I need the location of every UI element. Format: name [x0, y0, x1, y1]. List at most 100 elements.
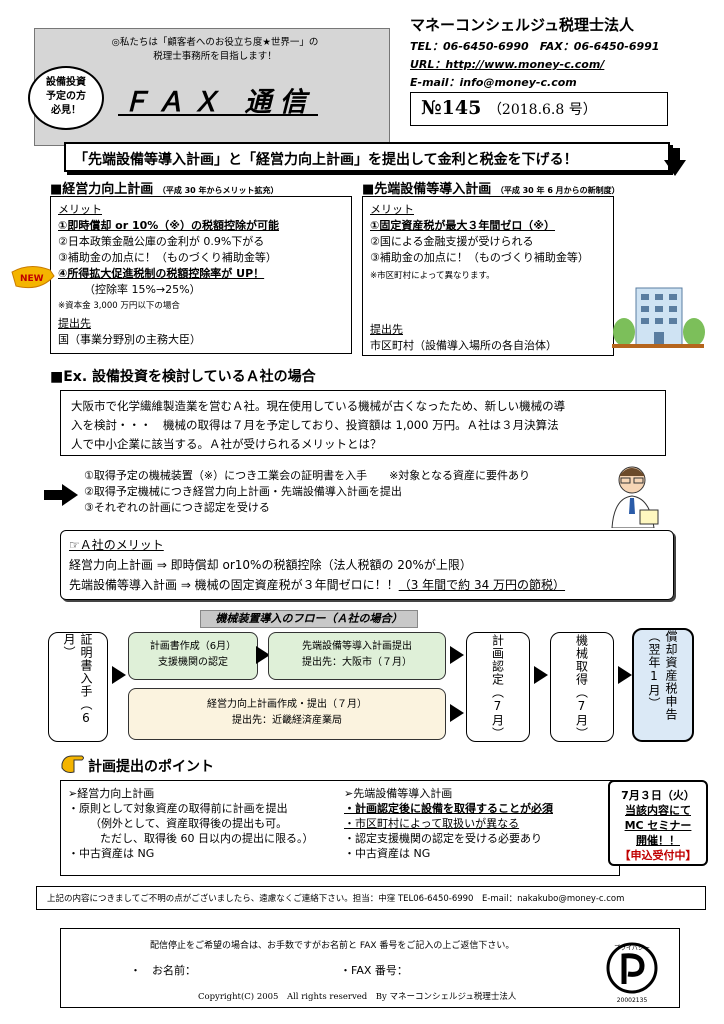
- points-left-item-1: ・原則として対象資産の取得前に計画を提出: [68, 802, 288, 815]
- issue-number-box: №145 （2018.6.8 号）: [410, 92, 668, 126]
- sentan-item-2: ②国による金融支援が受けられる: [370, 235, 534, 248]
- points-left-head: ➢経営力向上計画: [68, 787, 155, 800]
- sentan-submit-to-flow: 提出先：大阪市（７月）: [302, 657, 412, 668]
- sentan-item-4: ※市区町村によって異なります。: [370, 271, 495, 281]
- headline-banner: 「先端設備等導入計画」と「経営力向上計画」を提出して金利と税金を下げる！: [64, 142, 670, 172]
- flow-arrow-2: [256, 646, 270, 664]
- issue-number: №145: [421, 97, 482, 119]
- keiei-panel: [50, 196, 352, 354]
- businessman-icon: [611, 466, 659, 528]
- points-left-item-2: （例外として、資産取得後の提出も可。: [90, 817, 288, 830]
- firm-name: マネーコンシェルジュ税理士法人: [410, 16, 634, 34]
- steps-list: ①取得予定の機械装置（※）につき工業会の証明書を入手 ※対象となる資産に要件あり…: [84, 468, 530, 516]
- flow-step-approval: 計画認定（7月）: [466, 632, 530, 742]
- intro-line-1: ◎私たちは「顧客者へのお役立ち度★世界一」の: [111, 37, 319, 48]
- keiei-submit-to-flow: 提出先：近畿経済産業局: [232, 715, 342, 726]
- flow-arrow-6: [618, 666, 632, 684]
- pointing-hand-icon: [61, 755, 84, 773]
- sentan-submit-to: 市区町村（設備導入場所の各自治体）: [370, 339, 557, 352]
- flow-title: 機械装置導入のフロー（Ａ社の場合）: [200, 610, 418, 628]
- pmark-number: 20002135: [617, 997, 648, 1004]
- intro-line-2: 税理士事務所を目指します！: [153, 51, 277, 62]
- keiei-note: （平成 30 年からメリット拡充）: [157, 186, 279, 195]
- name-field-label: ・ お名前：: [130, 964, 196, 977]
- badge-line-2: 予定の方: [46, 91, 86, 102]
- keiei-item-2: ②日本政策金融公庫の金利が 0.9%下がる: [58, 235, 265, 248]
- benefit-line-1: 経営力向上計画 ⇒ 即時償却 or10%の税額控除（法人税額の 20%が上限）: [69, 558, 472, 572]
- keiei-merit-label: メリット: [58, 203, 102, 216]
- badge-line-3: 必見！: [51, 105, 81, 116]
- benefit-title: ☞Ａ社のメリット: [69, 538, 164, 552]
- plan-support-label: 支援機関の認定: [158, 657, 228, 668]
- points-left-item-3: ただし、取得後 60 日以内の提出に限る。）: [100, 832, 314, 845]
- keiei-item-1: ①即時償却 or 10%（※）の税額控除が可能: [58, 219, 279, 232]
- title-underline: [118, 114, 318, 116]
- points-right-item-1: ・計画認定後に設備を取得することが必須: [344, 802, 553, 815]
- pmark-text: プライバシー: [614, 945, 650, 952]
- optout-box: [60, 928, 680, 1008]
- points-right-item-3: ・認定支援機関の認定を受ける必要あり: [344, 832, 542, 845]
- optout-text: 配信停止をご希望の場合は、お手数ですがお名前と FAX 番号をご記入の上ご返信下…: [150, 941, 515, 951]
- down-arrow-icon: [664, 148, 686, 176]
- case-line-1: 大阪市で化学繊維製造業を営むＡ社。現在使用している機械が古くなったため、新しい機…: [71, 399, 566, 413]
- header-intro: ◎私たちは「顧客者へのお役立ち度★世界一」の 税理士事務所を目指します！: [60, 36, 370, 64]
- keiei-item-3: ③補助金の加点に！（ものづくり補助金等）: [58, 251, 277, 264]
- seminar-date: 7月３日（火）: [621, 789, 695, 802]
- flow-step-keiei-submit: 経営力向上計画作成・提出（７月） 提出先：近畿経済産業局: [128, 688, 446, 740]
- email-link[interactable]: E-mail：info@money-c.com: [410, 76, 577, 89]
- plan-create-label: 計画書作成（6月）: [149, 641, 237, 652]
- office-building-icon: [612, 287, 705, 348]
- keiei-submit-label-flow: 経営力向上計画作成・提出（７月）: [207, 699, 367, 710]
- step-3: ③それぞれの計画につき認定を受ける: [84, 501, 270, 514]
- keiei-item-4: ④所得拡大促進税制の税額控除率が UP！: [58, 267, 265, 280]
- must-see-badge: 設備投資 予定の方 必見！: [28, 66, 104, 130]
- keiei-submit-label: 提出先: [58, 317, 91, 330]
- flow-arrow-4: [450, 704, 464, 722]
- keiei-title: ■経営力向上計画: [50, 182, 154, 197]
- case-line-3: 人で中小企業に該当する。Ａ社が受けられるメリットとは？: [71, 437, 382, 451]
- flow-arrow-1: [112, 666, 126, 684]
- new-badge-text: NEW: [20, 274, 44, 284]
- seminar-line-4: 開催！！: [636, 834, 680, 847]
- points-title: 計画提出のポイント: [88, 759, 214, 775]
- flow-step-plan-create: 計画書作成（6月） 支援機関の認定: [128, 632, 258, 680]
- benefit-line-2-main: 先端設備等導入計画 ⇒ 機械の固定資産税が３年間ゼロに！！: [69, 578, 399, 592]
- privacy-mark-logo: プライバシー 20002135: [606, 942, 658, 1004]
- website-link[interactable]: URL：http://www.money-c.com/: [410, 58, 605, 71]
- copyright: Copyright(C) 2005 All rights reserved By…: [198, 992, 517, 1002]
- seminar-accepting: 【申込受付中】: [619, 849, 697, 862]
- case-line-2: 入を検討・・・ 機械の取得は７月を予定しており、投資額は 1,000 万円。Ａ社…: [71, 418, 559, 432]
- fax-field-label: ・FAX 番号：: [340, 964, 408, 977]
- keiei-footnote: ※資本金 3,000 万円以下の場合: [58, 301, 180, 311]
- points-right-item-2: ・市区町村によって取扱いが異なる: [344, 817, 520, 830]
- sentan-title: ■先端設備等導入計画: [362, 182, 492, 197]
- issue-date: （2018.6.8 号）: [487, 102, 597, 118]
- flow-step-certificate: 証明書入手（6月）: [48, 632, 108, 742]
- case-title: ■Ex. 設備投資を検討しているＡ社の場合: [50, 369, 316, 385]
- sentan-merit-label: メリット: [370, 203, 414, 216]
- sentan-submit-label: 提出先: [370, 323, 403, 336]
- benefit-box: ☞Ａ社のメリット 経営力向上計画 ⇒ 即時償却 or10%の税額控除（法人税額の…: [60, 530, 674, 600]
- tel-fax: TEL：06-6450-6990 FAX：06-6450-6991: [410, 40, 660, 53]
- badge-line-1: 設備投資: [46, 77, 86, 88]
- points-left-item-4: ・中古資産は NG: [68, 847, 155, 860]
- seminar-line-3: MC セミナー: [624, 819, 692, 832]
- points-right-head: ➢先端設備等導入計画: [344, 787, 453, 800]
- sentan-section-title: ■先端設備等導入計画 （平成 30 年 6 月からの新制度）: [362, 178, 620, 197]
- benefit-saving: （3 年間で約 34 万円の節税）: [398, 578, 566, 592]
- flow-step-acquire: 機械取得（7月）: [550, 632, 614, 742]
- step-2: ②取得予定機械につき経営力向上計画・先端設備導入計画を提出: [84, 485, 402, 498]
- sentan-note: （平成 30 年 6 月からの新制度）: [495, 186, 620, 195]
- seminar-notice[interactable]: 7月３日（火） 当該内容にて MC セミナー 開催！！ 【申込受付中】: [608, 780, 708, 866]
- contact-strip: 上記の内容につきましてご不明の点がございましたら、遠慮なくご連絡下さい。担当：中…: [36, 886, 706, 910]
- keiei-section-title: ■経営力向上計画 （平成 30 年からメリット拡充）: [50, 178, 279, 197]
- step-1: ①取得予定の機械装置（※）につき工業会の証明書を入手 ※対象となる資産に要件あり: [84, 469, 530, 482]
- flow-arrow-5: [534, 666, 548, 684]
- new-hand-icon: NEW: [11, 266, 55, 289]
- case-description-box: 大阪市で化学繊維製造業を営むＡ社。現在使用している機械が古くなったため、新しい機…: [60, 390, 666, 456]
- benefit-line-2: 先端設備等導入計画 ⇒ 機械の固定資産税が３年間ゼロに！！（3 年間で約 34 …: [69, 575, 665, 595]
- flow-step-declaration: 償却資産税申告（翌年1月）: [632, 628, 694, 742]
- sentan-panel: [362, 196, 614, 356]
- sentan-item-3: ③補助金の加点に！（ものづくり補助金等）: [370, 251, 589, 264]
- flow-step-sentan-submit: 先端設備等導入計画提出 提出先：大阪市（７月）: [268, 632, 446, 680]
